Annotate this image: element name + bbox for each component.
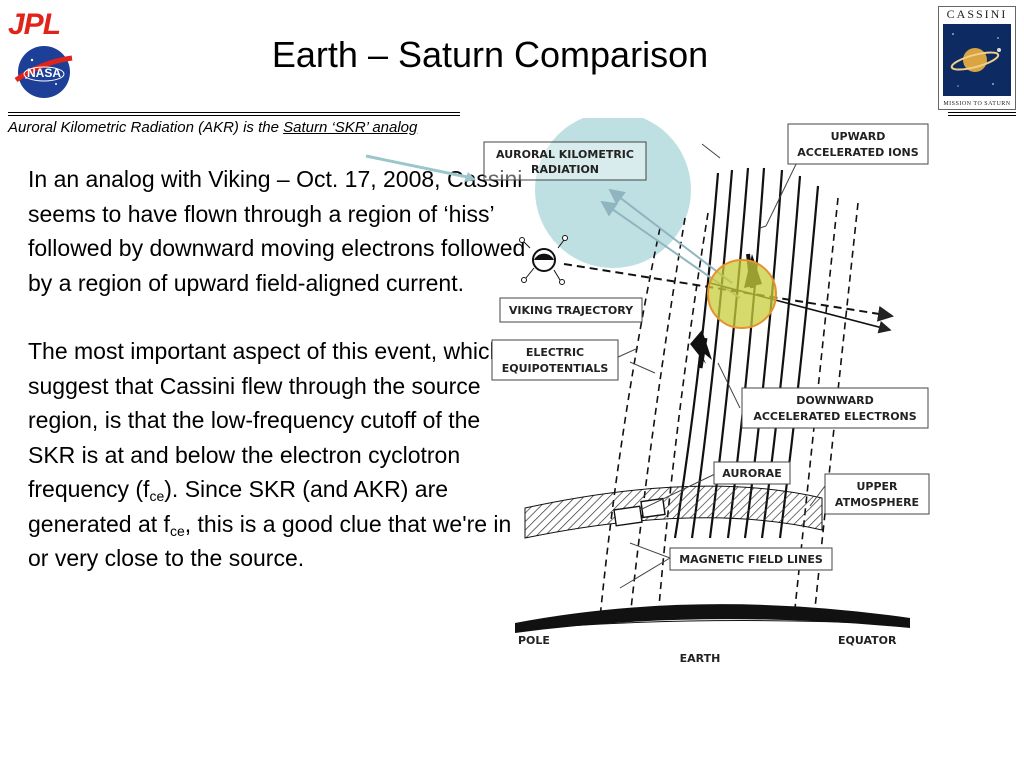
paragraph-2-part-c: , this is a good clue that we're in or v… [28, 510, 512, 572]
aurora-diagram: AURORAL KILOMETRIC RADIATION UPWARD ACCE… [483, 118, 930, 665]
svg-text:UPPER: UPPER [856, 480, 898, 493]
page-title: Earth – Saturn Comparison [271, 34, 709, 75]
svg-text:RADIATION: RADIATION [531, 163, 599, 176]
saturn-icon [943, 24, 1011, 96]
source-region-circle [707, 259, 777, 329]
nasa-logo-text: NASA [27, 66, 61, 80]
svg-text:VIKING TRAJECTORY: VIKING TRAJECTORY [509, 304, 634, 317]
svg-text:UPWARD: UPWARD [831, 130, 886, 143]
svg-text:AURORAL KILOMETRIC: AURORAL KILOMETRIC [496, 148, 634, 161]
label-earth: EARTH [680, 652, 721, 665]
svg-text:ACCELERATED ELECTRONS: ACCELERATED ELECTRONS [753, 410, 916, 423]
label-equator: EQUATOR [838, 634, 897, 647]
svg-text:ACCELERATED IONS: ACCELERATED IONS [797, 146, 918, 159]
header-rule-left-2 [8, 115, 460, 116]
label-upper-atmosphere: UPPER ATMOSPHERE [824, 473, 930, 515]
svg-text:ATMOSPHERE: ATMOSPHERE [835, 496, 919, 509]
cassini-logo-text: CASSINI [946, 7, 1008, 21]
nasa-logo-icon: NASA [14, 46, 73, 98]
body-text: In an analog with Viking – Oct. 17, 2008… [28, 162, 528, 576]
subtitle-text: Auroral Kilometric Radiation (AKR) is th… [8, 119, 284, 136]
subscript-ce-1: ce [149, 488, 165, 504]
label-viking-trajectory: VIKING TRAJECTORY [499, 297, 643, 323]
label-electric-equipotentials: ELECTRIC EQUIPOTENTIALS [491, 339, 619, 381]
viking-satellite-icon [519, 235, 568, 285]
header-rule-left [8, 112, 460, 113]
cassini-logo: CASSINI MISSION TO SATURN [938, 6, 1016, 110]
subscript-ce-2: ce [169, 522, 185, 539]
paragraph-2-part-a: The most important aspect of this event,… [28, 338, 503, 502]
label-downward-electrons: DOWNWARD ACCELERATED ELECTRONS [741, 387, 929, 429]
subtitle-link[interactable]: Saturn ‘SKR’ analog [283, 119, 418, 136]
paragraph-2-part-b: ). Since SKR (and AKR) are generated at … [28, 476, 449, 537]
svg-text:AURORAE: AURORAE [722, 467, 781, 480]
jpl-logo: JPL [8, 8, 61, 41]
header-rule-right-2 [948, 115, 1016, 116]
label-aurorae: AURORAE [713, 461, 791, 485]
svg-text:DOWNWARD: DOWNWARD [796, 394, 874, 407]
akr-ray-1 [608, 188, 733, 284]
svg-text:EQUIPOTENTIALS: EQUIPOTENTIALS [502, 362, 609, 375]
svg-text:MAGNETIC FIELD LINES: MAGNETIC FIELD LINES [679, 553, 823, 566]
label-pole: POLE [518, 634, 550, 647]
label-magnetic-field-lines: MAGNETIC FIELD LINES [669, 547, 833, 571]
downward-arrow-shaft [697, 337, 708, 369]
paragraph-2: The most important aspect of this event,… [28, 334, 528, 576]
viking-trajectory-line [563, 263, 894, 322]
cassini-tagline: MISSION TO SATURN [943, 101, 1011, 107]
subtitle: Auroral Kilometric Radiation (AKR) is th… [8, 119, 417, 136]
label-upward-ions: UPWARD ACCELERATED IONS [787, 123, 929, 165]
svg-text:ELECTRIC: ELECTRIC [526, 346, 584, 359]
header-rule-right [948, 112, 1016, 113]
earth-surface [515, 604, 910, 633]
aurorae-patch [613, 505, 643, 527]
pointer-arrow-icon [365, 154, 476, 182]
label-akr: AURORAL KILOMETRIC RADIATION [483, 141, 647, 181]
